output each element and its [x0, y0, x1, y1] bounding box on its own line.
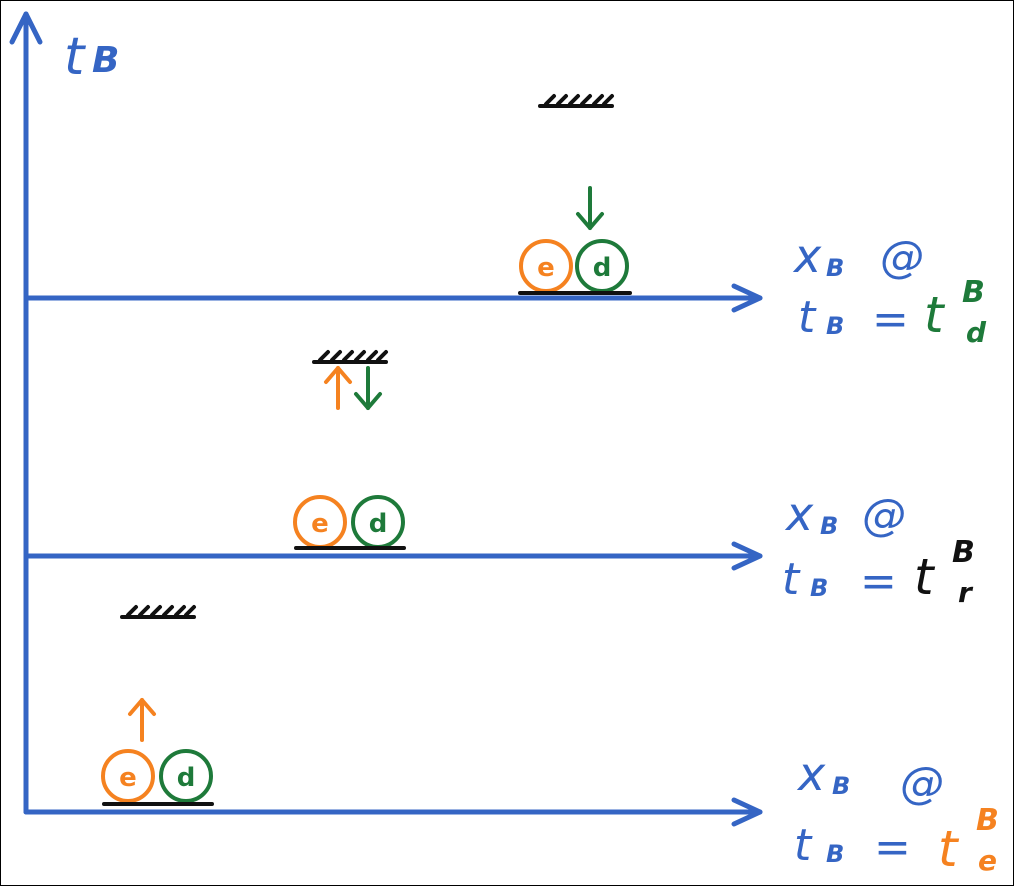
label-emit-x-sub: B: [832, 772, 850, 800]
label-detect-x: x: [792, 229, 822, 283]
down-arrow-detect: [576, 186, 604, 230]
label-reflect-event-t: t: [914, 548, 936, 606]
label-emit: x B @ t B = t B e: [794, 747, 999, 878]
label-detect-event-sub: d: [966, 316, 987, 349]
particle-detector-detect: d: [575, 239, 629, 293]
label-reflect-eq: =: [860, 556, 897, 607]
up-arrow-reflect: [324, 366, 352, 410]
particle-electron-emit: e: [101, 749, 155, 803]
label-reflect-t-sub: B: [810, 574, 828, 602]
particle-label-e: e: [311, 509, 329, 539]
particle-label-d: d: [593, 253, 612, 283]
x-axis-reflect: [23, 541, 763, 571]
label-reflect-at: @: [862, 490, 906, 541]
mirror-detect: [538, 94, 614, 108]
particle-detector-reflect: d: [351, 495, 405, 549]
label-reflect-x-sub: B: [820, 512, 838, 540]
label-detect-event-t: t: [924, 286, 946, 344]
label-detect: x B @ t B = t B d: [792, 229, 987, 349]
down-arrow-reflect: [354, 366, 382, 410]
particle-label-d: d: [177, 763, 196, 793]
label-reflect-t: t: [782, 554, 801, 605]
label-emit-t: t: [794, 820, 813, 871]
particle-label-d: d: [369, 509, 388, 539]
particle-electron-detect: e: [519, 239, 573, 293]
particle-label-e: e: [537, 253, 555, 283]
label-detect-t-sub: B: [826, 312, 844, 340]
x-axis-detect: [23, 283, 763, 313]
particle-label-e: e: [119, 763, 137, 793]
label-reflect-event-sub: r: [958, 576, 974, 609]
label-reflect-x: x: [784, 487, 814, 541]
time-axis-label-t: t: [64, 27, 86, 87]
label-detect-event-sup: B: [962, 275, 985, 310]
label-emit-eq: =: [874, 822, 911, 873]
time-axis-label: t B: [64, 27, 119, 87]
label-emit-t-sub: B: [826, 840, 844, 868]
label-emit-event-sup: B: [976, 803, 999, 838]
mirror-reflect: [312, 350, 388, 364]
label-detect-at: @: [880, 232, 924, 283]
label-detect-t: t: [798, 292, 817, 343]
particle-electron-reflect: e: [293, 495, 347, 549]
label-emit-event-t: t: [938, 820, 960, 878]
frame-emit: e d x B @ t B = t B e: [23, 605, 999, 878]
label-emit-x: x: [796, 747, 826, 801]
time-axis-label-sub: B: [92, 40, 119, 81]
up-arrow-emit: [128, 698, 156, 742]
label-emit-event-sub: e: [978, 844, 997, 877]
frame-reflect: e d x B @ t B = t B r: [23, 350, 975, 609]
label-detect-x-sub: B: [826, 254, 844, 282]
label-emit-at: @: [900, 758, 944, 809]
label-reflect-event-sup: B: [952, 535, 975, 570]
label-reflect: x B @ t B = t B r: [782, 487, 975, 609]
time-axis: [9, 11, 43, 815]
particle-detector-emit: d: [159, 749, 213, 803]
frame-detect: e d x B @ t B = t B d: [23, 94, 987, 349]
x-axis-emit: [23, 797, 763, 827]
mirror-emit: [120, 605, 196, 619]
label-detect-eq: =: [872, 294, 909, 345]
